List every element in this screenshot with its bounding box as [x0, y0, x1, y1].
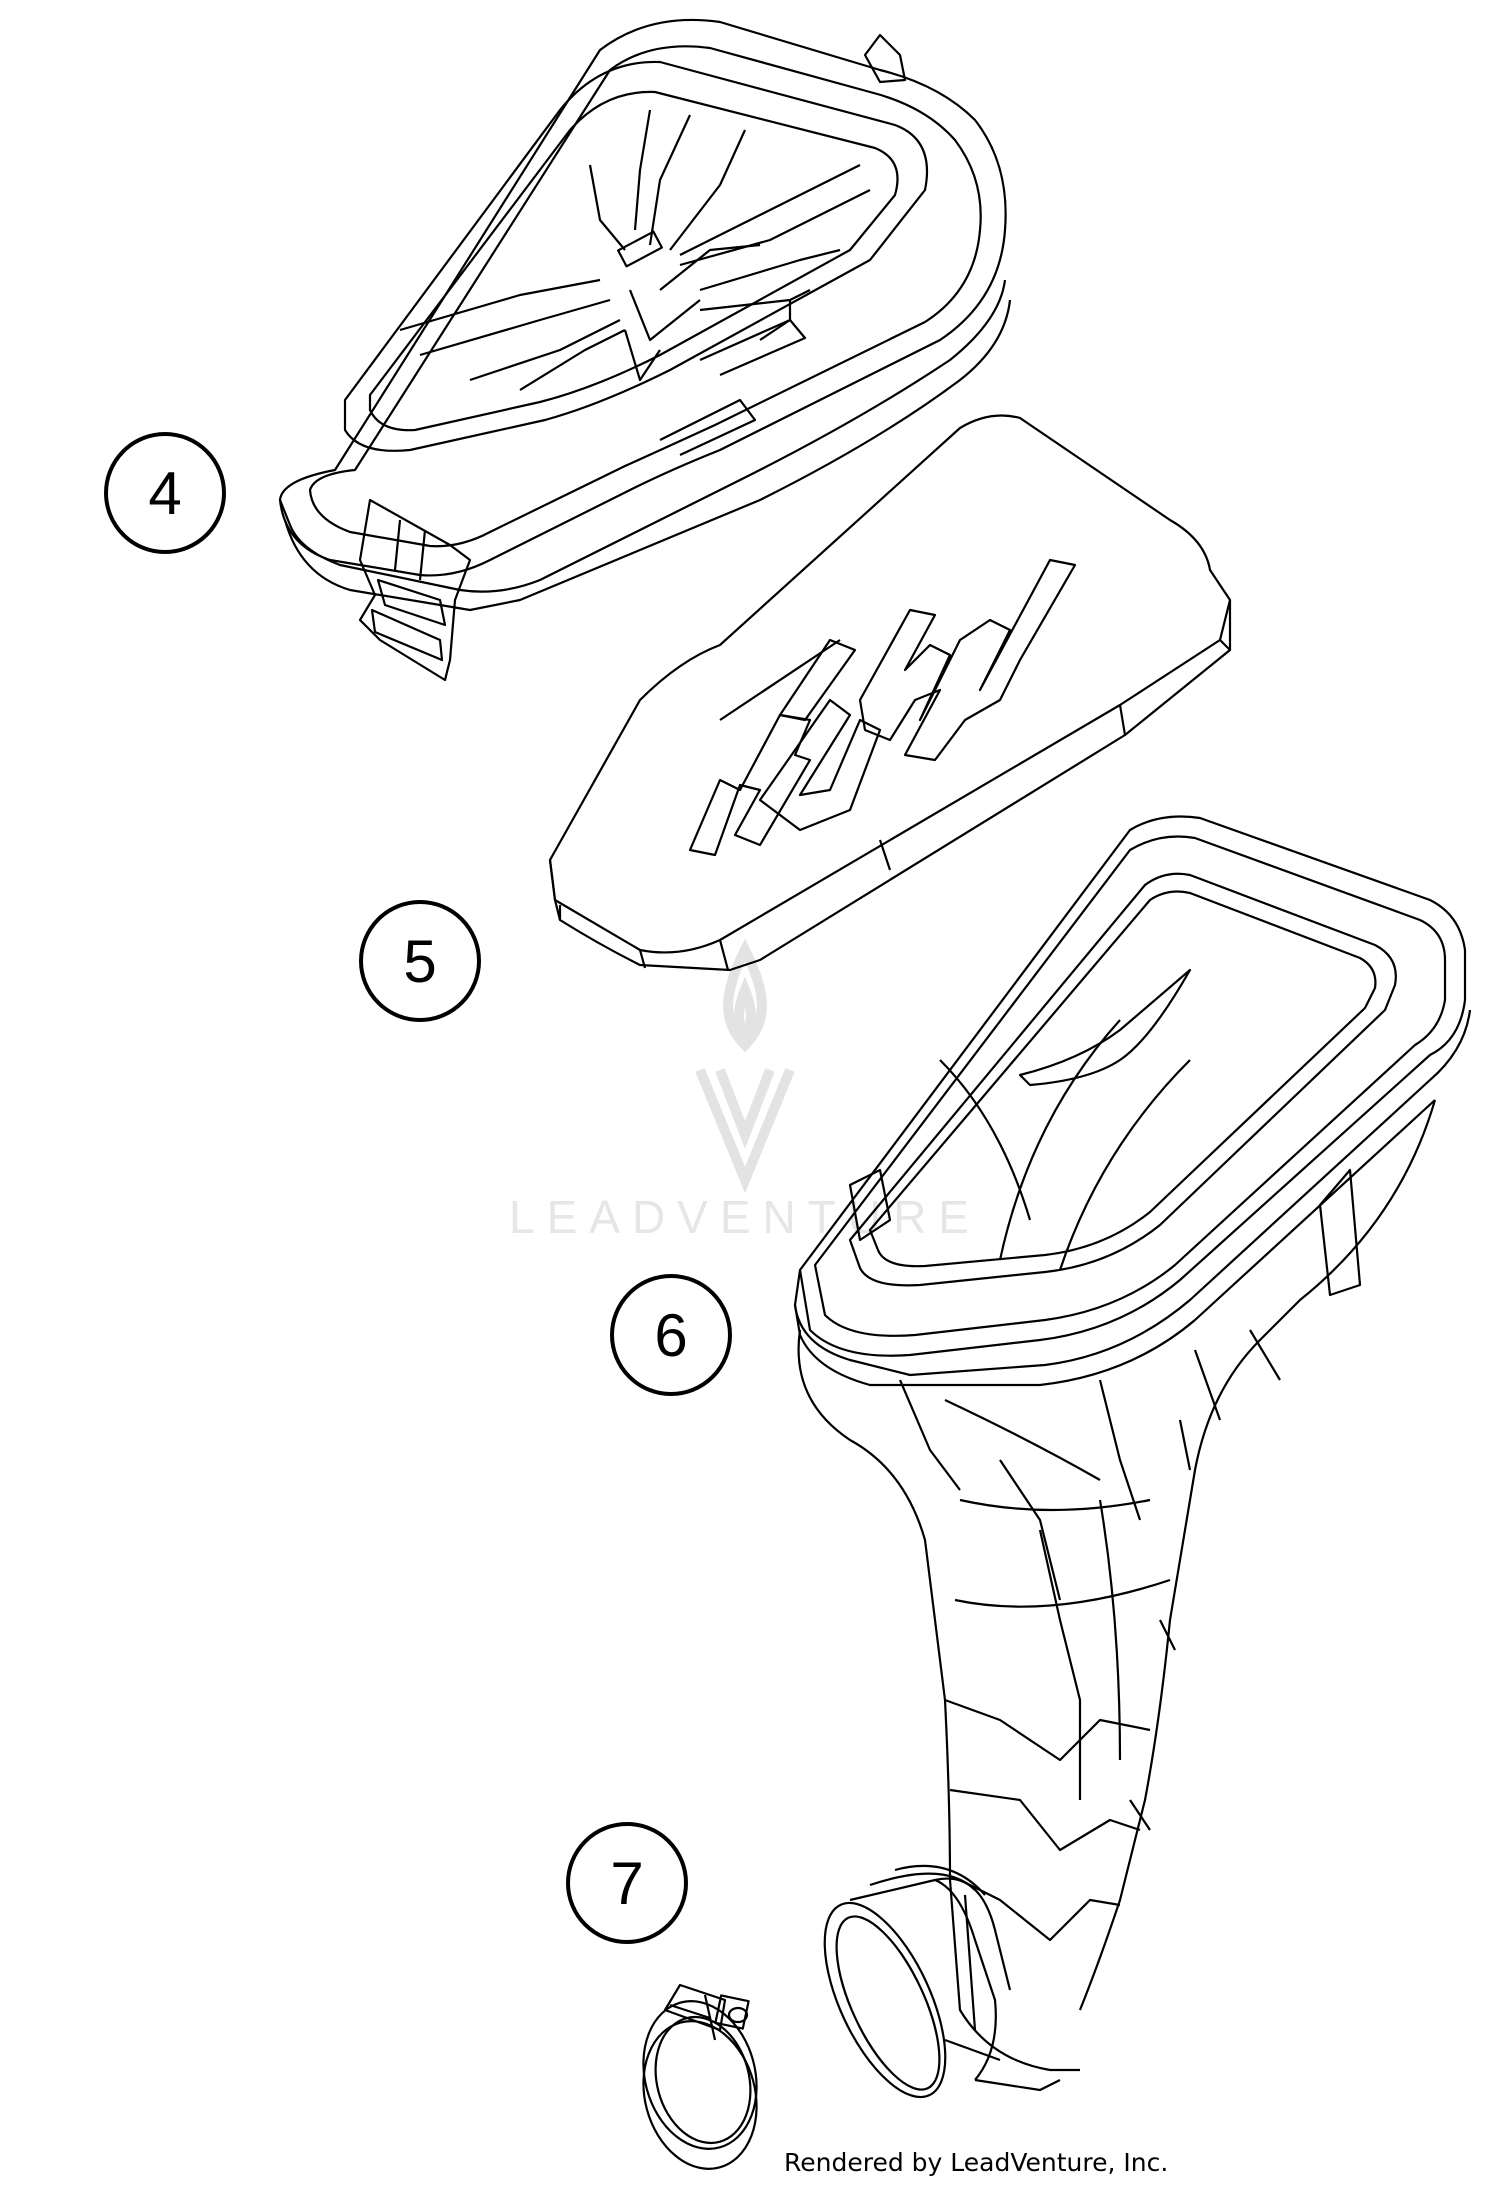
- callout-4: 4: [104, 432, 226, 554]
- leadventure-flame-v-logo: [695, 938, 795, 1194]
- callout-7: 7: [566, 1822, 688, 1944]
- callout-5-label: 5: [403, 928, 436, 995]
- callout-6: 6: [610, 1274, 732, 1396]
- callout-6-label: 6: [654, 1302, 687, 1369]
- watermark-text: LEADVENTURE: [509, 1191, 981, 1243]
- part-5-air-filter: [550, 416, 1230, 970]
- part-6-intake-boot: [795, 817, 1470, 2115]
- credit-text: Rendered by LeadVenture, Inc.: [784, 2148, 1169, 2177]
- callout-4-label: 4: [148, 460, 181, 527]
- watermark: LEADVENTURE: [509, 938, 981, 1243]
- part-4-filter-box-lid: [280, 20, 1010, 680]
- part-7-hose-clamp: [627, 1985, 772, 2182]
- callout-5: 5: [359, 900, 481, 1022]
- callout-7-label: 7: [610, 1850, 643, 1917]
